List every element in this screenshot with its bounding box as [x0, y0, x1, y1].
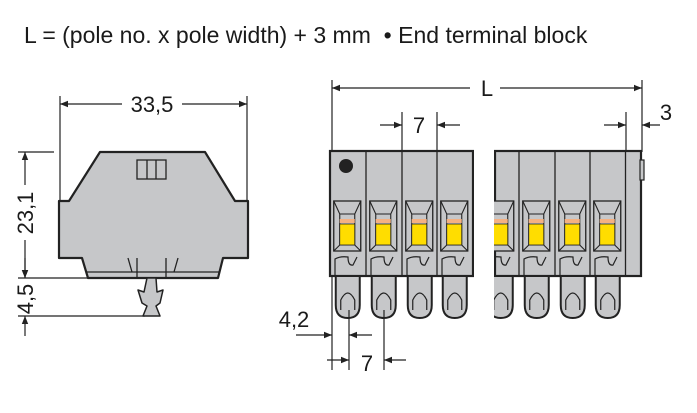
pitch-bottom-dimension: 7	[361, 351, 373, 376]
pitch-top-dimension: 7	[413, 113, 425, 138]
width-dimension: 33,5	[131, 92, 174, 117]
length-dimension: L	[481, 76, 493, 101]
actuator-button[interactable]	[528, 223, 545, 246]
actuator-button[interactable]	[339, 223, 356, 246]
break-gap	[474, 145, 494, 325]
front-view: L 7 3 4,2 7	[279, 76, 672, 376]
terminal-pole	[333, 200, 362, 320]
terminal-pole	[401, 151, 434, 320]
formula-text: L = (pole no. x pole width) + 3 mm	[24, 22, 371, 48]
actuator-stripe	[446, 219, 462, 223]
side-view: 33,5 23,1 4,5	[13, 92, 250, 336]
actuator-button[interactable]	[564, 223, 581, 246]
actuator-button[interactable]	[411, 223, 428, 246]
mounting-foot	[137, 277, 164, 317]
connector-pin	[559, 277, 586, 320]
terminal-pole	[518, 151, 551, 320]
foot-dimension: 4,5	[13, 284, 38, 315]
actuator-stripe	[599, 219, 615, 223]
caption: L = (pole no. x pole width) + 3 mm • End…	[24, 22, 587, 49]
end-plate-tab	[639, 159, 645, 181]
terminal-pole	[554, 151, 587, 320]
connector-pin	[594, 277, 621, 320]
actuator-button[interactable]	[599, 223, 616, 246]
connector-pin	[523, 277, 550, 320]
caption-label: End terminal block	[398, 22, 588, 48]
actuator-stripe	[492, 219, 508, 223]
end-plate-dimension: 3	[660, 100, 672, 125]
actuator-stripe	[564, 219, 580, 223]
connector-pin	[334, 277, 361, 320]
actuator-stripe	[411, 219, 427, 223]
terminal-pole	[436, 151, 469, 320]
actuator-stripe	[375, 219, 391, 223]
marker-slot-icon	[136, 159, 167, 180]
actuator-stripe	[339, 219, 355, 223]
actuator-button[interactable]	[492, 223, 509, 246]
terminal-pole	[589, 151, 627, 320]
offset-dimension: 4,2	[279, 307, 310, 332]
actuator-stripe	[528, 219, 544, 223]
bullet: •	[383, 22, 392, 48]
housing-side	[57, 150, 250, 280]
actuator-button[interactable]	[375, 223, 392, 246]
height-dimension: 23,1	[13, 192, 38, 235]
marking-dot	[339, 159, 353, 173]
connector-pin	[406, 277, 433, 320]
connector-pin	[441, 277, 468, 320]
actuator-button[interactable]	[446, 223, 463, 246]
